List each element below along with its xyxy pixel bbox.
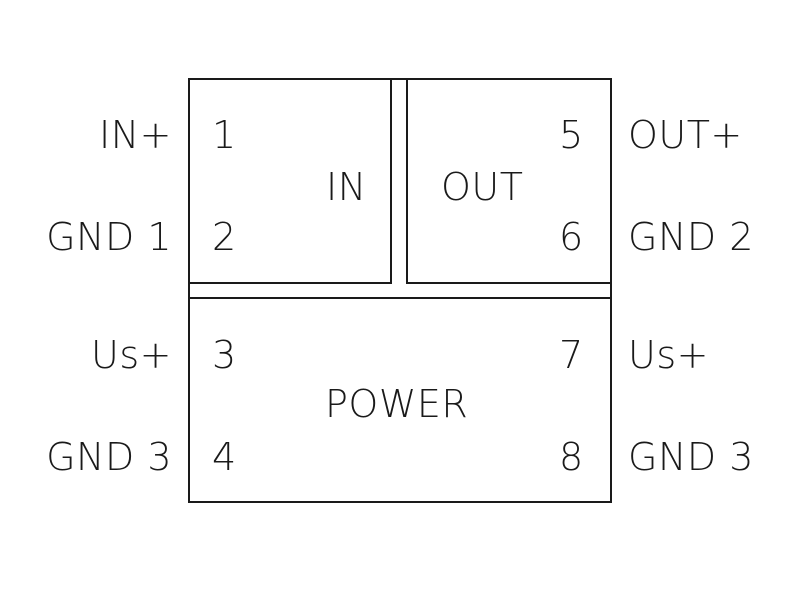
pin-number-7: 7 bbox=[559, 333, 584, 377]
pin-signal-us-plus-left: Us+ bbox=[91, 333, 172, 377]
out-block-label: OUT bbox=[441, 165, 524, 209]
in-block-label: IN bbox=[326, 165, 367, 209]
pin-number-1: 1 bbox=[212, 113, 237, 157]
power-block bbox=[188, 297, 612, 503]
pin-signal-gnd-1: GND 1 bbox=[46, 215, 172, 259]
pin-number-5: 5 bbox=[559, 113, 584, 157]
pin-signal-gnd-3-left: GND 3 bbox=[46, 435, 172, 479]
pin-number-6: 6 bbox=[559, 215, 584, 259]
power-block-label: POWER bbox=[325, 382, 469, 426]
pin-signal-us-plus-right: Us+ bbox=[628, 333, 709, 377]
out-block bbox=[406, 78, 612, 284]
pin-number-8: 8 bbox=[559, 435, 584, 479]
pin-signal-in-plus: IN+ bbox=[99, 113, 172, 157]
in-block bbox=[188, 78, 392, 284]
pin-signal-gnd-3-right: GND 3 bbox=[628, 435, 754, 479]
pin-signal-gnd-2: GND 2 bbox=[628, 215, 754, 259]
pin-signal-out-plus: OUT+ bbox=[628, 113, 743, 157]
pin-number-3: 3 bbox=[212, 333, 237, 377]
pin-number-4: 4 bbox=[212, 435, 237, 479]
pin-number-2: 2 bbox=[212, 215, 237, 259]
